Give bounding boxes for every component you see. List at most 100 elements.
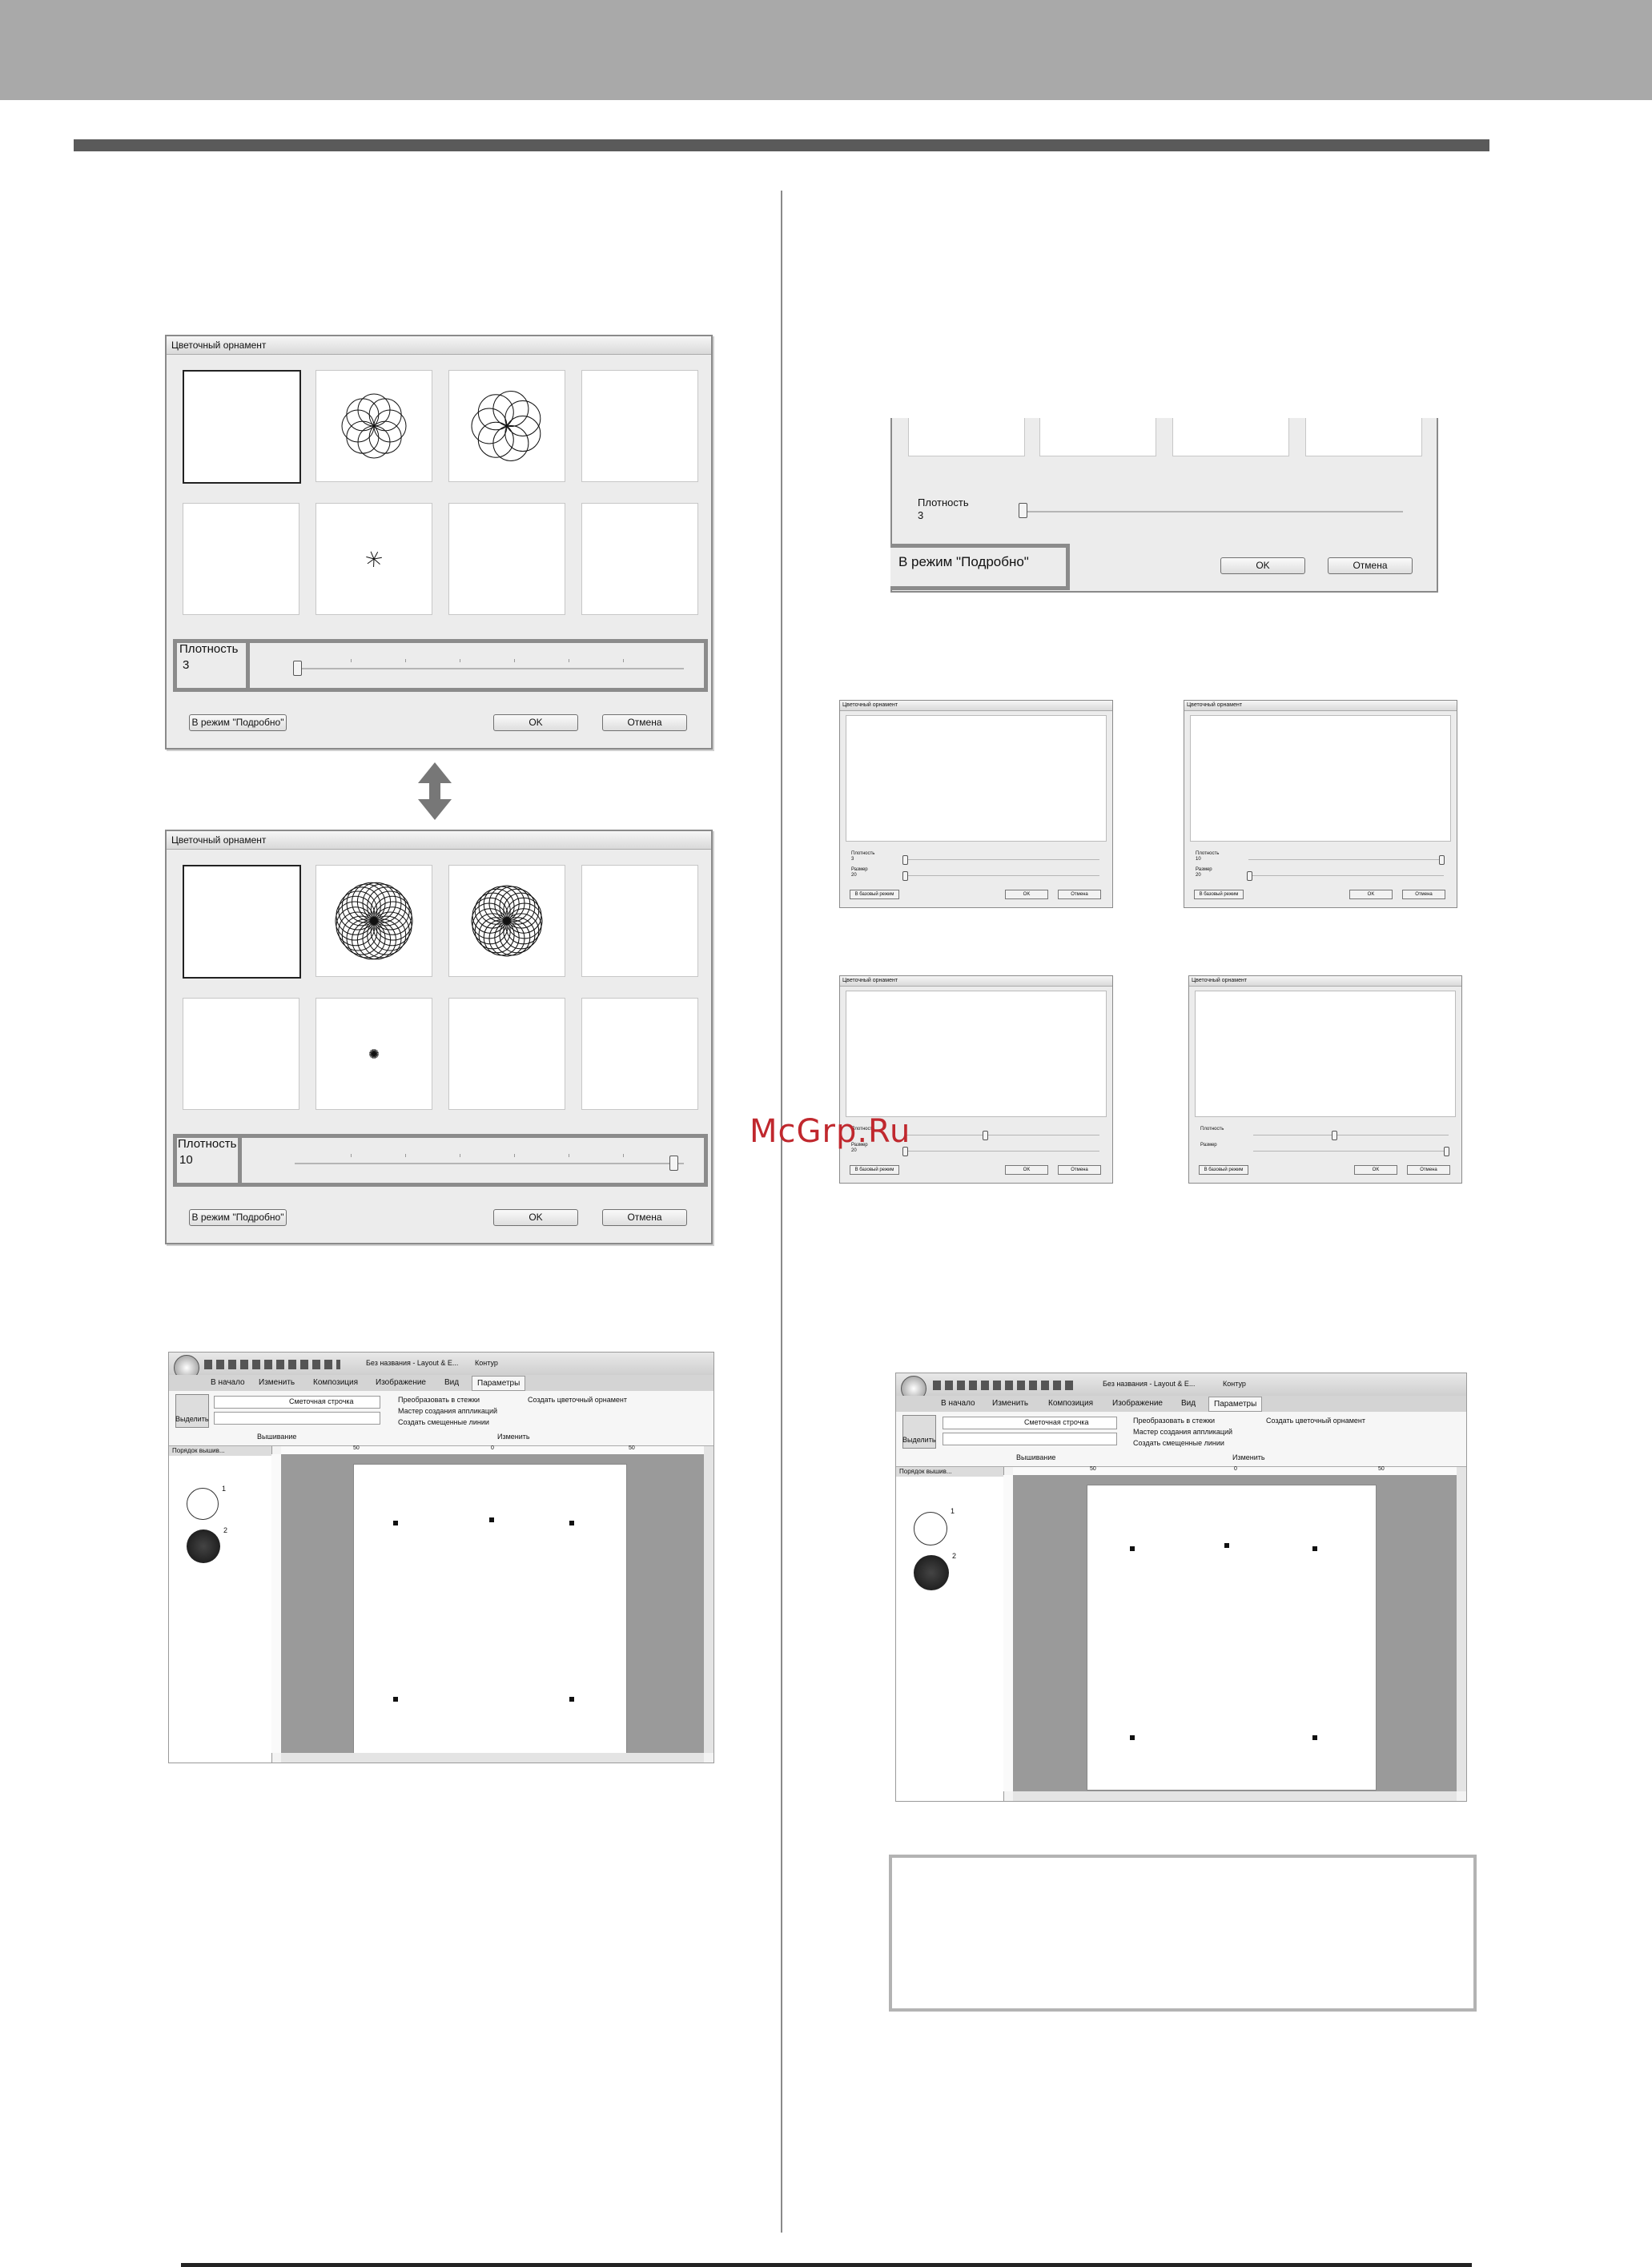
ok-button[interactable]: OK bbox=[1349, 890, 1393, 899]
fill-type-select[interactable] bbox=[214, 1412, 380, 1425]
pattern-thumb-8[interactable] bbox=[581, 998, 698, 1110]
selection-handle[interactable] bbox=[569, 1521, 574, 1525]
pattern-thumb-7[interactable] bbox=[448, 998, 565, 1110]
size-slider-thumb[interactable] bbox=[902, 871, 908, 881]
ok-button[interactable]: OK bbox=[1005, 890, 1048, 899]
basic-mode-button[interactable]: В базовый режим bbox=[850, 890, 899, 899]
selection-handle[interactable] bbox=[489, 1517, 494, 1522]
density-slider-thumb[interactable] bbox=[669, 1156, 678, 1171]
pattern-thumb-crop-3[interactable] bbox=[1172, 418, 1289, 456]
detail-mode-button[interactable]: В режим "Подробно" bbox=[898, 554, 1029, 569]
canvas-area[interactable] bbox=[281, 1454, 704, 1754]
pattern-thumb-crop-4[interactable] bbox=[1305, 418, 1422, 456]
object-thumb-circle[interactable] bbox=[914, 1512, 947, 1545]
object-thumb-circle[interactable] bbox=[187, 1488, 219, 1520]
detail-mode-button[interactable]: В режим "Подробно" bbox=[189, 1209, 287, 1226]
pattern-thumb-crop-1[interactable] bbox=[908, 418, 1025, 456]
convert-to-stitches[interactable]: Преобразовать в стежки bbox=[398, 1396, 480, 1404]
tab-view[interactable]: Вид bbox=[444, 1378, 460, 1387]
size-slider-thumb[interactable] bbox=[1247, 871, 1252, 881]
pattern-thumb-1[interactable] bbox=[183, 370, 301, 484]
size-slider-thumb[interactable] bbox=[1444, 1147, 1449, 1156]
cancel-button[interactable]: Отмена bbox=[1058, 1165, 1101, 1175]
ok-button[interactable]: OK bbox=[493, 1209, 578, 1226]
tab-edit[interactable]: Изменить bbox=[259, 1378, 295, 1387]
vertical-scrollbar[interactable] bbox=[704, 1446, 713, 1753]
selection-handle[interactable] bbox=[393, 1697, 398, 1702]
applique-wizard[interactable]: Мастер создания аппликаций bbox=[1133, 1428, 1233, 1436]
select-tool-button[interactable] bbox=[175, 1394, 209, 1428]
toolbar-icons[interactable] bbox=[933, 1381, 1077, 1390]
tab-parameters[interactable]: Параметры bbox=[1208, 1397, 1263, 1412]
pattern-thumb-6[interactable] bbox=[316, 998, 432, 1110]
create-flower-ornament[interactable]: Создать цветочный орнамент bbox=[1266, 1417, 1366, 1425]
basic-mode-button[interactable]: В базовый режим bbox=[1194, 890, 1244, 899]
cancel-button[interactable]: Отмена bbox=[1328, 557, 1413, 574]
stitch-type-select[interactable] bbox=[943, 1417, 1117, 1429]
pattern-thumb-5[interactable] bbox=[183, 503, 299, 615]
cancel-button[interactable]: Отмена bbox=[602, 714, 687, 731]
size-slider-thumb[interactable] bbox=[902, 1147, 908, 1156]
basic-mode-button[interactable]: В базовый режим bbox=[850, 1165, 899, 1175]
ok-button[interactable]: OK bbox=[1005, 1165, 1048, 1175]
select-tool-button[interactable] bbox=[902, 1415, 936, 1449]
tab-image[interactable]: Изображение bbox=[376, 1378, 426, 1387]
pattern-thumb-crop-2[interactable] bbox=[1039, 418, 1156, 456]
ok-button[interactable]: OK bbox=[1220, 557, 1305, 574]
ok-button[interactable]: OK bbox=[1354, 1165, 1397, 1175]
canvas-area[interactable] bbox=[1013, 1475, 1457, 1791]
convert-to-stitches[interactable]: Преобразовать в стежки bbox=[1133, 1417, 1216, 1425]
object-thumb-flower[interactable] bbox=[187, 1529, 220, 1563]
pattern-thumb-2[interactable] bbox=[316, 370, 432, 482]
tab-composition[interactable]: Композиция bbox=[313, 1378, 359, 1387]
ok-button[interactable]: OK bbox=[493, 714, 578, 731]
toolbar-icons[interactable] bbox=[204, 1360, 340, 1369]
density-slider-thumb[interactable] bbox=[1439, 855, 1445, 865]
flower-ornament-graphic[interactable] bbox=[1128, 1535, 1369, 1775]
selection-handle[interactable] bbox=[1130, 1546, 1135, 1551]
vertical-scrollbar[interactable] bbox=[1457, 1467, 1466, 1791]
density-slider-thumb[interactable] bbox=[293, 661, 302, 676]
fill-type-select[interactable] bbox=[943, 1433, 1117, 1445]
tab-edit[interactable]: Изменить bbox=[992, 1399, 1029, 1408]
tab-home[interactable]: В начало bbox=[941, 1399, 975, 1408]
density-slider-thumb[interactable] bbox=[902, 855, 908, 865]
horizontal-scrollbar[interactable] bbox=[281, 1753, 704, 1763]
pattern-thumb-4[interactable] bbox=[581, 370, 698, 482]
tab-image[interactable]: Изображение bbox=[1112, 1399, 1163, 1408]
pattern-thumb-6[interactable] bbox=[316, 503, 432, 615]
density-slider-thumb[interactable] bbox=[1019, 503, 1027, 518]
selection-handle[interactable] bbox=[1312, 1546, 1317, 1551]
pattern-thumb-2[interactable] bbox=[316, 865, 432, 977]
cancel-button[interactable]: Отмена bbox=[602, 1209, 687, 1226]
pattern-thumb-1[interactable] bbox=[183, 865, 301, 979]
pattern-thumb-7[interactable] bbox=[448, 503, 565, 615]
basic-mode-button[interactable]: В базовый режим bbox=[1199, 1165, 1248, 1175]
stitch-type-select[interactable] bbox=[214, 1396, 380, 1409]
density-slider-thumb[interactable] bbox=[1332, 1131, 1337, 1140]
selection-handle[interactable] bbox=[1224, 1543, 1229, 1548]
flower-ornament-graphic[interactable] bbox=[393, 1489, 633, 1729]
pattern-thumb-8[interactable] bbox=[581, 503, 698, 615]
tab-parameters[interactable]: Параметры bbox=[472, 1376, 526, 1391]
pattern-thumb-4[interactable] bbox=[581, 865, 698, 977]
selection-handle[interactable] bbox=[1312, 1735, 1317, 1740]
create-flower-ornament[interactable]: Создать цветочный орнамент bbox=[528, 1396, 628, 1404]
pattern-thumb-3[interactable] bbox=[448, 370, 565, 482]
horizontal-scrollbar[interactable] bbox=[1013, 1791, 1457, 1801]
cancel-button[interactable]: Отмена bbox=[1058, 890, 1101, 899]
detail-mode-button[interactable]: В режим "Подробно" bbox=[189, 714, 287, 731]
pattern-thumb-3[interactable] bbox=[448, 865, 565, 977]
tab-composition[interactable]: Композиция bbox=[1048, 1399, 1094, 1408]
offset-lines[interactable]: Создать смещенные линии bbox=[1133, 1439, 1224, 1447]
tab-view[interactable]: Вид bbox=[1181, 1399, 1196, 1408]
selection-handle[interactable] bbox=[569, 1697, 574, 1702]
tab-home[interactable]: В начало bbox=[211, 1378, 245, 1387]
pattern-thumb-5[interactable] bbox=[183, 998, 299, 1110]
cancel-button[interactable]: Отмена bbox=[1402, 890, 1445, 899]
selection-handle[interactable] bbox=[393, 1521, 398, 1525]
density-slider-thumb[interactable] bbox=[983, 1131, 988, 1140]
selection-handle[interactable] bbox=[1130, 1735, 1135, 1740]
cancel-button[interactable]: Отмена bbox=[1407, 1165, 1450, 1175]
applique-wizard[interactable]: Мастер создания аппликаций bbox=[398, 1407, 498, 1415]
